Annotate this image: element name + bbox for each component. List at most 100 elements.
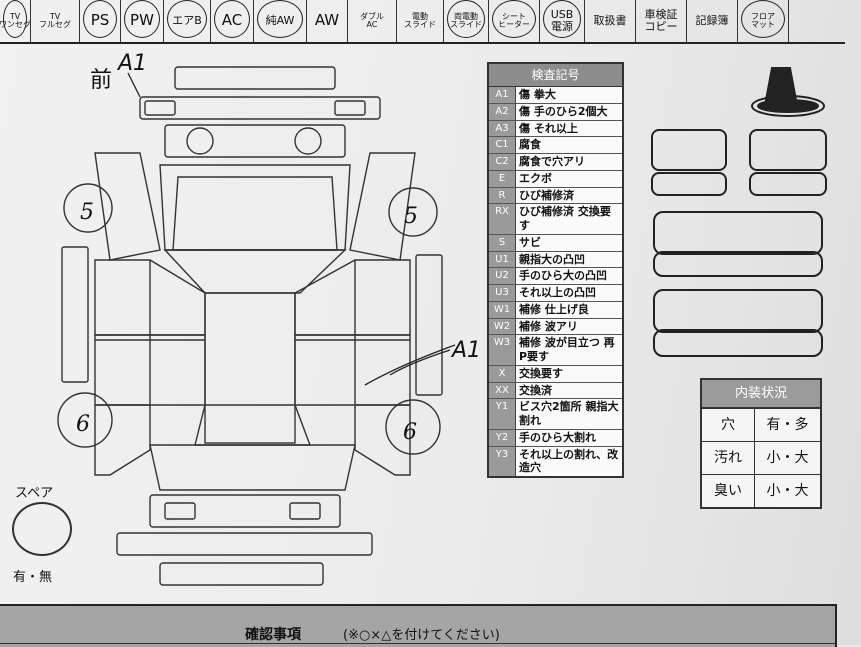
legend-code: Y1 — [489, 399, 516, 429]
equipment-label: TV フルセグ — [39, 11, 71, 29]
legend-code: E — [489, 170, 516, 187]
tire-fl-mark: 5 — [80, 200, 94, 225]
equipment-label: USB 電源 — [550, 8, 574, 33]
legend-code: X — [489, 365, 516, 382]
legend-code: C2 — [489, 154, 516, 170]
spare-presence: 有・無 — [13, 570, 53, 585]
legend-code: W3 — [489, 335, 516, 365]
equipment-floor_mat: フロア マット — [738, 0, 789, 42]
legend-code: U1 — [489, 251, 516, 268]
legend-description: ひび補修済 — [519, 188, 574, 202]
spare-label: スペア — [15, 486, 54, 501]
equipment-ps: PS — [80, 0, 121, 42]
equipment-both_slide: 両電動 スライド — [444, 0, 489, 42]
legend-code: XX — [489, 382, 516, 399]
legend-code: W1 — [489, 301, 516, 318]
interior-status-table: 内装状況 穴有・多汚れ小・大臭い小・大 — [700, 378, 822, 509]
equipment-electric_slide: 電動 スライド — [397, 0, 444, 42]
equipment-label: PW — [130, 11, 154, 30]
interior-item-label: 穴 — [702, 409, 755, 441]
interior-seat-diagram — [651, 67, 827, 357]
legend-description: 補修 仕上げ良 — [519, 302, 589, 316]
equipment-ac: AC — [211, 0, 254, 42]
front-label: 前 — [90, 68, 112, 93]
legend-description: 交換要す — [519, 366, 563, 380]
legend-description: ビス穴2箇所 親指大割れ — [519, 400, 619, 427]
legend-code: R — [489, 187, 516, 204]
equipment-label: AW — [314, 11, 340, 30]
equipment-tv_fullseg: TV フルセグ — [31, 0, 80, 42]
equipment-inspection_copy: 車検証 コピー — [636, 0, 687, 42]
equipment-label: 両電動 スライド — [450, 11, 482, 29]
legend-description: それ以上の凸凹 — [519, 286, 596, 299]
equipment-label: AC — [221, 11, 243, 30]
interior-row: 臭い小・大 — [702, 475, 820, 507]
legend-description: エクボ — [519, 171, 552, 185]
legend-code: C1 — [489, 137, 516, 153]
legend-code: Y3 — [489, 446, 516, 476]
legend-code: Y2 — [489, 429, 516, 446]
tire-rl-mark: 6 — [76, 412, 90, 437]
legend-code: A2 — [489, 103, 516, 120]
legend-description: 補修 波アリ — [519, 319, 578, 333]
equipment-label: 車検証 コピー — [644, 8, 678, 33]
legend-code: A3 — [489, 120, 516, 137]
equipment-label: フロア マット — [751, 11, 775, 29]
side-damage-mark: A1 — [450, 338, 481, 363]
equipment-pw: PW — [121, 0, 164, 42]
legend-title: 検査記号 — [489, 64, 622, 87]
legend-description: それ以上の割れ、改造穴 — [519, 447, 619, 475]
equipment-seat_heater: シート ヒーター — [489, 0, 540, 42]
legend-code: U2 — [489, 268, 516, 284]
equipment-tv_oneseg: TV ワンセグ — [0, 0, 31, 42]
equipment-label: エアB — [172, 14, 202, 28]
legend-description: ひび補修済 交換要す — [519, 205, 611, 232]
interior-item-label: 汚れ — [702, 442, 755, 474]
confirm-divider — [0, 643, 835, 644]
equipment-usb_power: USB 電源 — [540, 0, 585, 42]
equipment-aw: AW — [307, 0, 348, 42]
legend-description: 交換済 — [519, 383, 552, 397]
legend-description: サビ — [519, 235, 541, 249]
legend-description: 手のひら大割れ — [519, 430, 596, 444]
equipment-pure_aw: 純AW — [254, 0, 307, 42]
interior-item-label: 臭い — [702, 475, 755, 507]
interior-item-options: 有・多 — [766, 417, 809, 433]
equipment-label: 取扱書 — [593, 14, 627, 28]
legend-code: W2 — [489, 318, 516, 335]
legend-description: 腐食で穴アリ — [519, 155, 585, 168]
car-body-diagram: 前 A1 A1 5 5 6 6 — [57, 51, 481, 586]
legend-code: RX — [489, 204, 516, 234]
interior-row: 汚れ小・大 — [702, 442, 820, 475]
legend-code: A1 — [489, 87, 516, 103]
front-damage-mark: A1 — [116, 51, 147, 76]
confirm-note: (※○×△を付けてください) — [343, 628, 500, 643]
equipment-label: 記録簿 — [695, 14, 729, 28]
tire-fr-mark: 5 — [404, 204, 418, 229]
side-mark-pointer — [364, 344, 456, 386]
equipment-label: PS — [90, 11, 110, 30]
interior-item-options: 小・大 — [766, 450, 809, 466]
legend-description: 手のひら大の凸凹 — [519, 269, 607, 283]
equipment-label: シート ヒーター — [498, 11, 530, 29]
legend-code: S — [489, 234, 516, 251]
legend-description: 傷 それ以上 — [519, 121, 578, 135]
interior-title: 内装状況 — [702, 380, 820, 409]
spare-tire-section: スペア 有・無 — [8, 480, 78, 590]
